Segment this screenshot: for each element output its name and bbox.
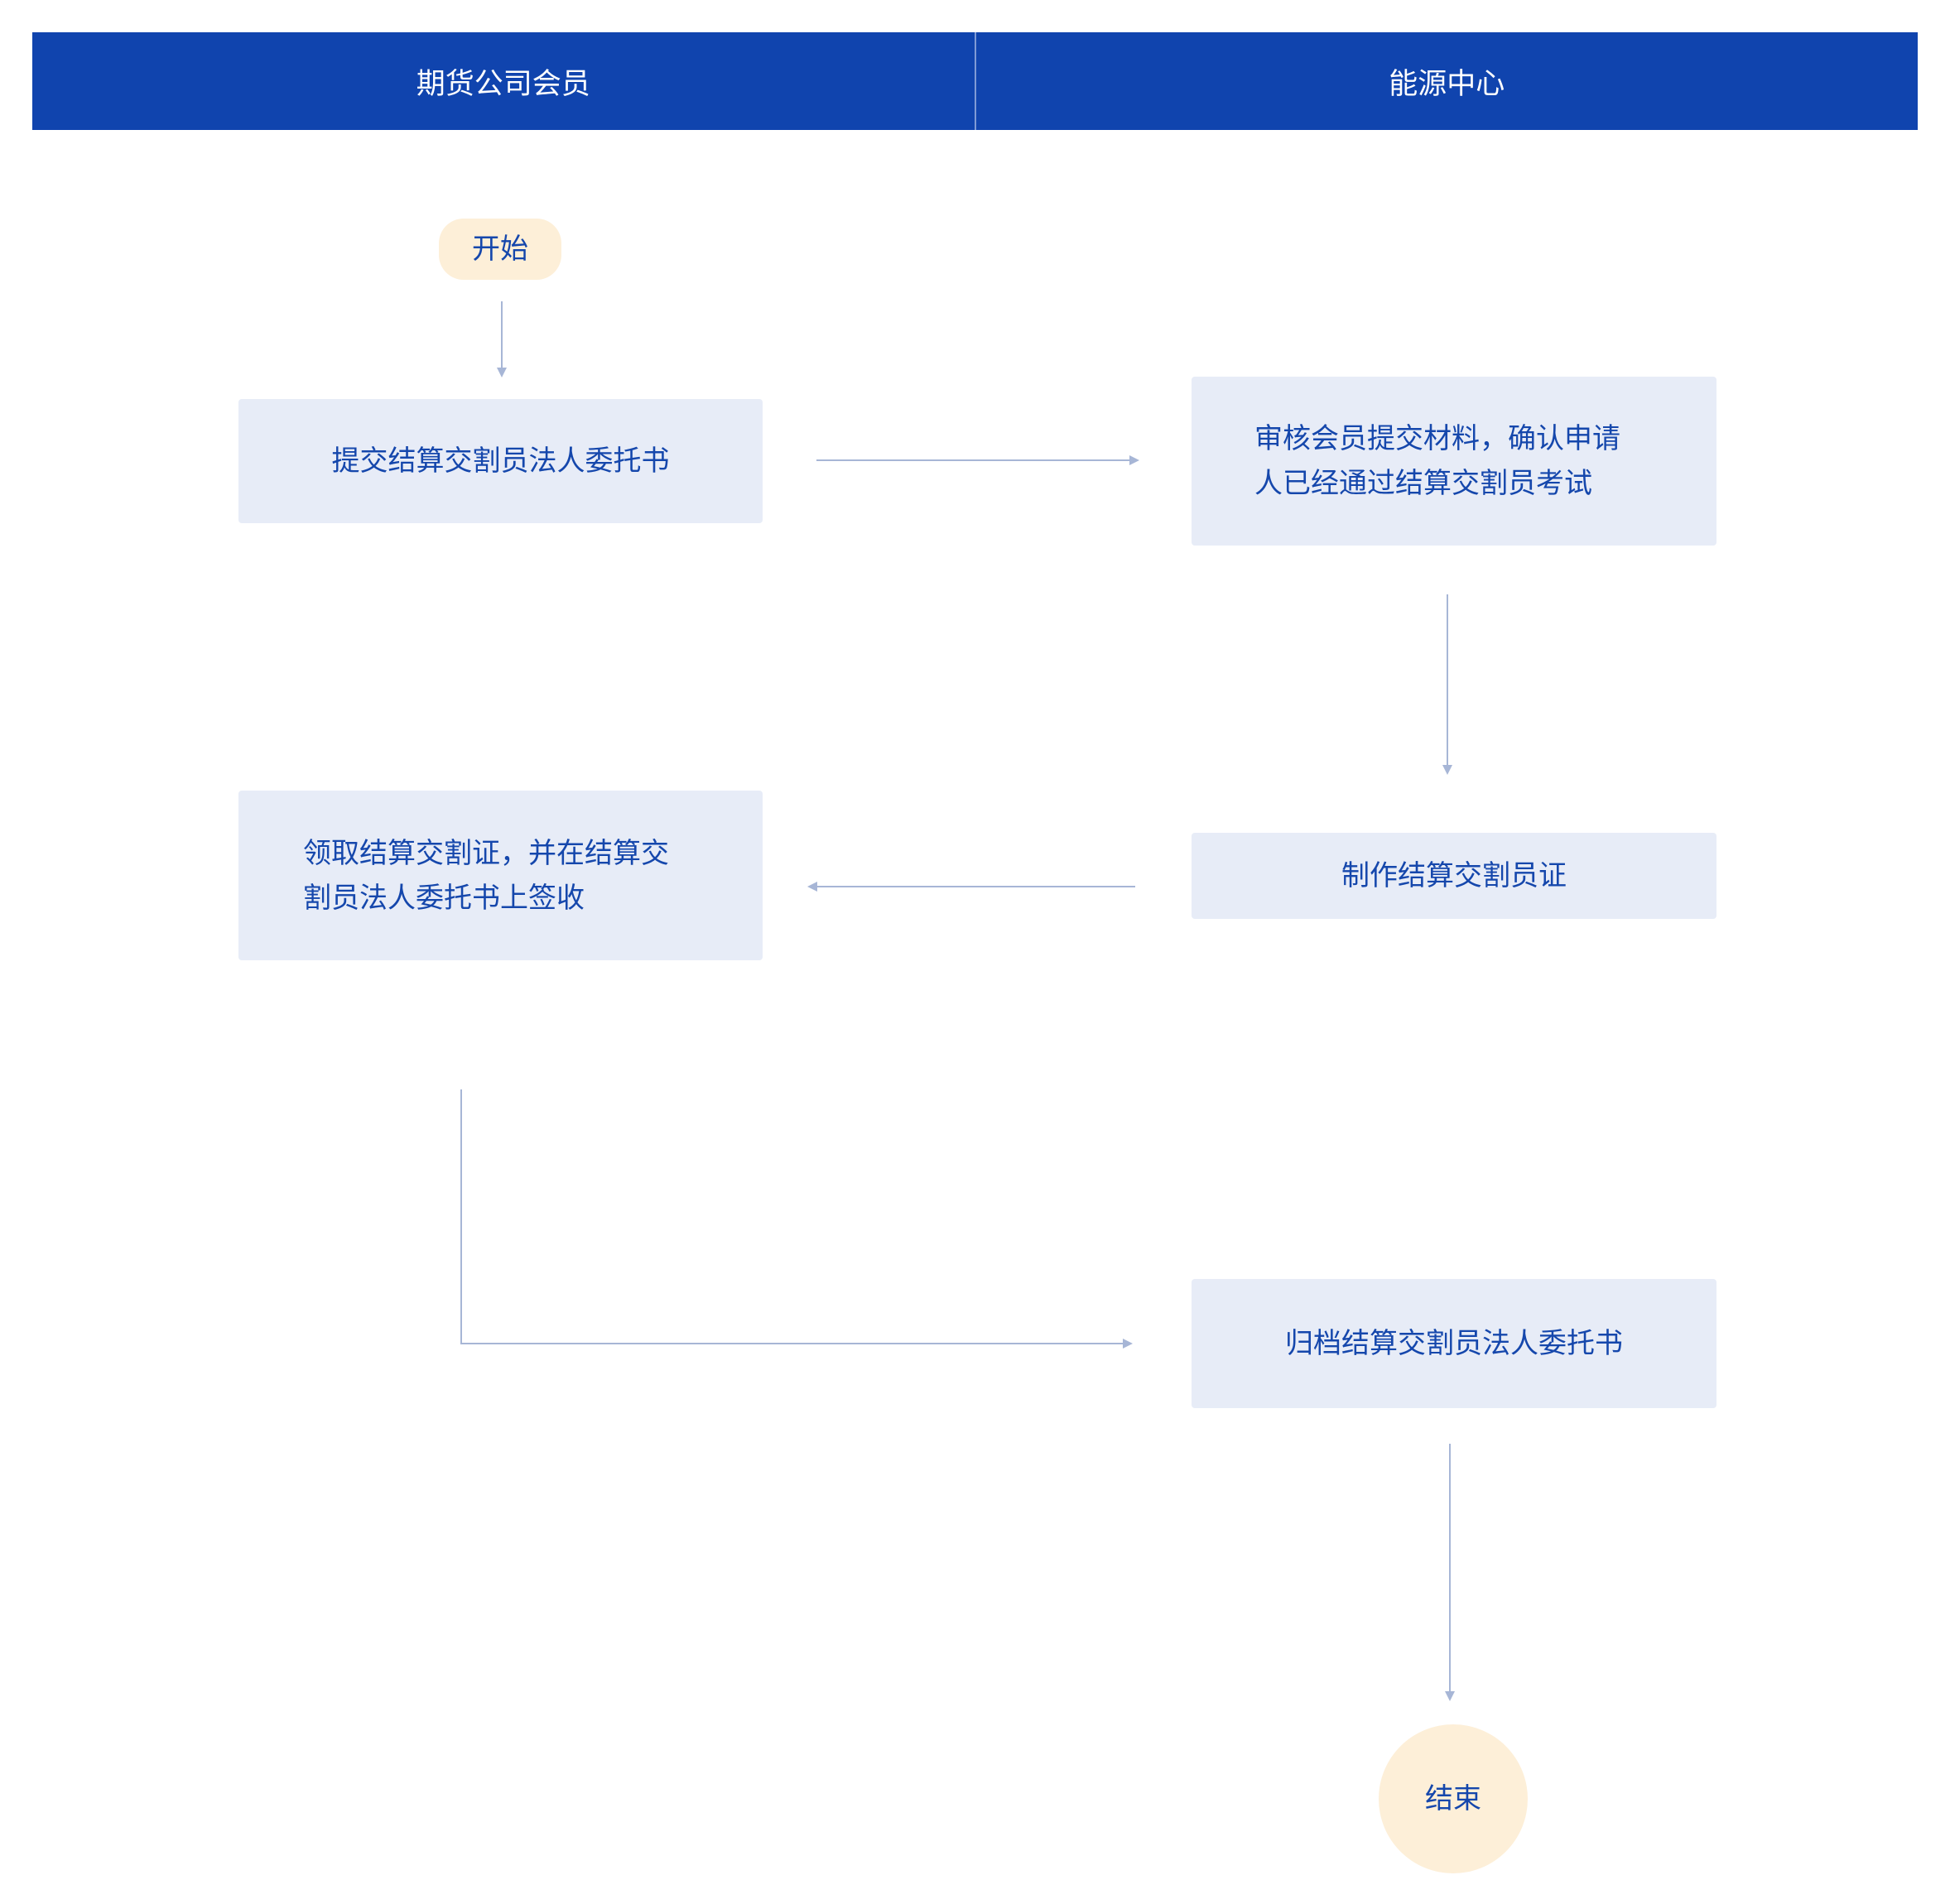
submit-authorization-node: 提交结算交割员法人委托书 — [238, 399, 763, 523]
arrow-receive-to-archive — [460, 1089, 1133, 1349]
review-materials-node: 审核会员提交材料，确认申请 人已经通过结算交割员考试 — [1192, 377, 1716, 546]
lane-title-energy-center: 能源中心 — [974, 32, 1919, 130]
archive-authorization-node: 归档结算交割员法人委托书 — [1192, 1279, 1716, 1408]
end-node: 结束 — [1379, 1724, 1528, 1873]
lane-title-futures-member: 期货公司会员 — [416, 67, 590, 101]
make-card-node: 制作结算交割员证 — [1192, 833, 1716, 919]
start-node: 开始 — [439, 219, 561, 280]
review-line-1: 审核会员提交材料，确认申请 — [1254, 422, 1620, 455]
receive-line-1: 领取结算交割证，并在结算交 — [303, 836, 669, 870]
review-line-2: 人已经通过结算交割员考试 — [1254, 467, 1592, 500]
swimlane-header: 期货公司会员 能源中心 — [32, 32, 1918, 130]
receive-line-2: 割员法人委托书上签收 — [303, 881, 585, 915]
receive-card-node: 领取结算交割证，并在结算交 割员法人委托书上签收 — [238, 791, 763, 960]
